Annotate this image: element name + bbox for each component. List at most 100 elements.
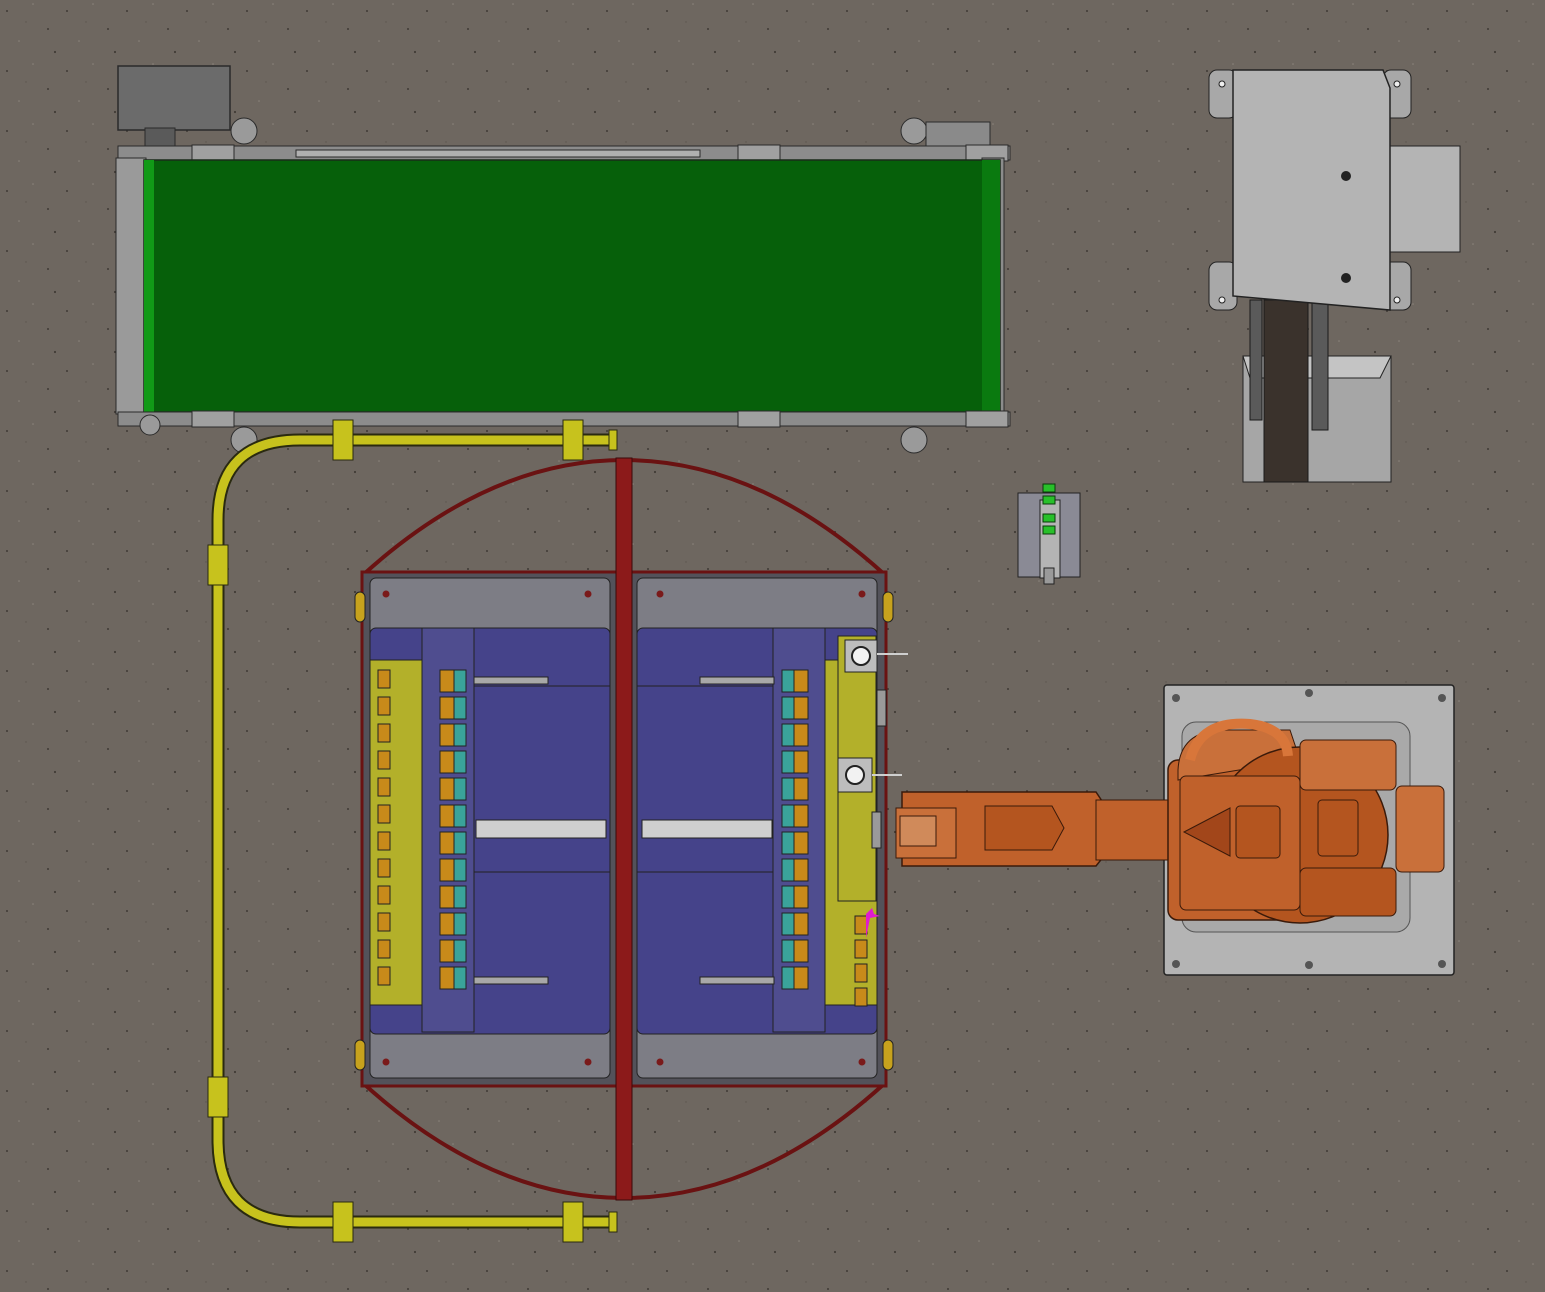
strip-terminal [854, 963, 868, 983]
bolt-hole-icon [584, 590, 592, 598]
bolt-hole-icon [1172, 960, 1180, 968]
rail-end-cap [608, 429, 618, 451]
terminal-block-teal [781, 939, 795, 963]
stop-block [699, 676, 775, 685]
terminal-block-teal [453, 858, 467, 882]
terminal-block-teal [781, 885, 795, 909]
rail-post-bracket [332, 419, 354, 461]
rail-post-bracket [562, 1201, 584, 1243]
small-clamp-fixture[interactable] [1017, 483, 1081, 585]
pointer-marker-icon [866, 908, 880, 938]
green-marker [1042, 513, 1056, 523]
bolt-hole-icon [656, 590, 664, 598]
strip-terminal [377, 750, 391, 770]
terminal-block [793, 723, 809, 747]
bolt-hole-icon [1218, 80, 1226, 88]
tool-holder-socket-icon [851, 646, 871, 666]
robot-arm[interactable] [895, 684, 1455, 976]
terminal-block [793, 912, 809, 936]
terminal-block-teal [453, 912, 467, 936]
panel-latch [876, 689, 887, 727]
strip-terminal [854, 915, 868, 935]
robot-logo-mark [1182, 807, 1231, 857]
terminal-block [793, 696, 809, 720]
robot-cable-icon [1185, 718, 1293, 762]
bolt-hole-icon [1172, 694, 1180, 702]
conveyor-bracket [737, 410, 781, 428]
clamp-body [1039, 499, 1061, 579]
terminal-block [793, 885, 809, 909]
bolt-hole-icon [382, 590, 390, 598]
strip-terminal [854, 987, 868, 1007]
robot-forearm-detail [984, 805, 1065, 851]
conveyor-caster-icon [900, 117, 928, 145]
safety-rail[interactable] [207, 419, 618, 1243]
bolt-hole-icon [1393, 80, 1401, 88]
conveyor-motor-mount [144, 127, 176, 147]
conveyor-belt[interactable] [143, 159, 1001, 413]
terminal-block-teal [453, 804, 467, 828]
conveyor-caster-icon [900, 426, 928, 454]
feeder-belt [1263, 299, 1309, 483]
fixture-clamp-bar-right [772, 627, 826, 1033]
robot-gripper [899, 815, 937, 847]
feeder-unit[interactable] [1208, 69, 1461, 483]
robot-motor [1395, 785, 1445, 873]
terminal-block [793, 777, 809, 801]
strip-terminal [377, 939, 391, 959]
terminal-block [793, 750, 809, 774]
terminal-block [439, 804, 455, 828]
turntable-fixture[interactable] [354, 457, 908, 1201]
green-marker [1042, 495, 1056, 505]
terminal-block [439, 885, 455, 909]
terminal-block-teal [453, 669, 467, 693]
terminal-block-teal [781, 777, 795, 801]
strip-terminal [854, 939, 868, 959]
terminal-block-teal [453, 750, 467, 774]
conveyor-belt-edge [144, 160, 154, 412]
rail-end-cap [608, 1211, 618, 1233]
rail-post-bracket [562, 419, 584, 461]
strip-terminal [377, 777, 391, 797]
bolt-hole-icon [584, 1058, 592, 1066]
terminal-block-teal [453, 777, 467, 801]
terminal-block [439, 777, 455, 801]
terminal-block [439, 669, 455, 693]
robot-elbow-link [1095, 799, 1173, 861]
terminal-block-teal [453, 723, 467, 747]
bolt-hole-icon [858, 590, 866, 598]
terminal-block [439, 750, 455, 774]
conveyor-bracket [191, 144, 235, 162]
terminal-block-teal [781, 912, 795, 936]
strip-terminals-left [377, 669, 391, 986]
turntable-roller [354, 1039, 366, 1071]
conveyor-bracket [191, 410, 235, 428]
strip-terminal [377, 669, 391, 689]
feeder-drive-cylinder [1389, 145, 1461, 253]
strip-terminal [377, 696, 391, 716]
strip-terminal [377, 858, 391, 878]
conveyor-motor [117, 65, 231, 131]
stop-block [473, 976, 549, 985]
terminal-block-teal [781, 669, 795, 693]
terminal-block-teal [781, 831, 795, 855]
conveyor-pulley-icon [139, 414, 161, 436]
terminal-block [793, 966, 809, 990]
strip-terminal [377, 723, 391, 743]
feeder-guide [1249, 299, 1263, 421]
rail-post-bracket [207, 544, 229, 586]
bolt-hole-icon [1305, 689, 1313, 697]
rail-post-bracket [207, 1076, 229, 1118]
terminal-block-teal [781, 723, 795, 747]
conveyor-belt-edge [982, 160, 1000, 412]
strip-terminal [377, 912, 391, 932]
terminal-block [439, 939, 455, 963]
terminal-block [439, 966, 455, 990]
terminal-block [439, 696, 455, 720]
conveyor[interactable] [115, 65, 1011, 454]
stop-block [699, 976, 775, 985]
green-marker [1042, 525, 1056, 535]
tool-holder-socket-icon [845, 765, 865, 785]
